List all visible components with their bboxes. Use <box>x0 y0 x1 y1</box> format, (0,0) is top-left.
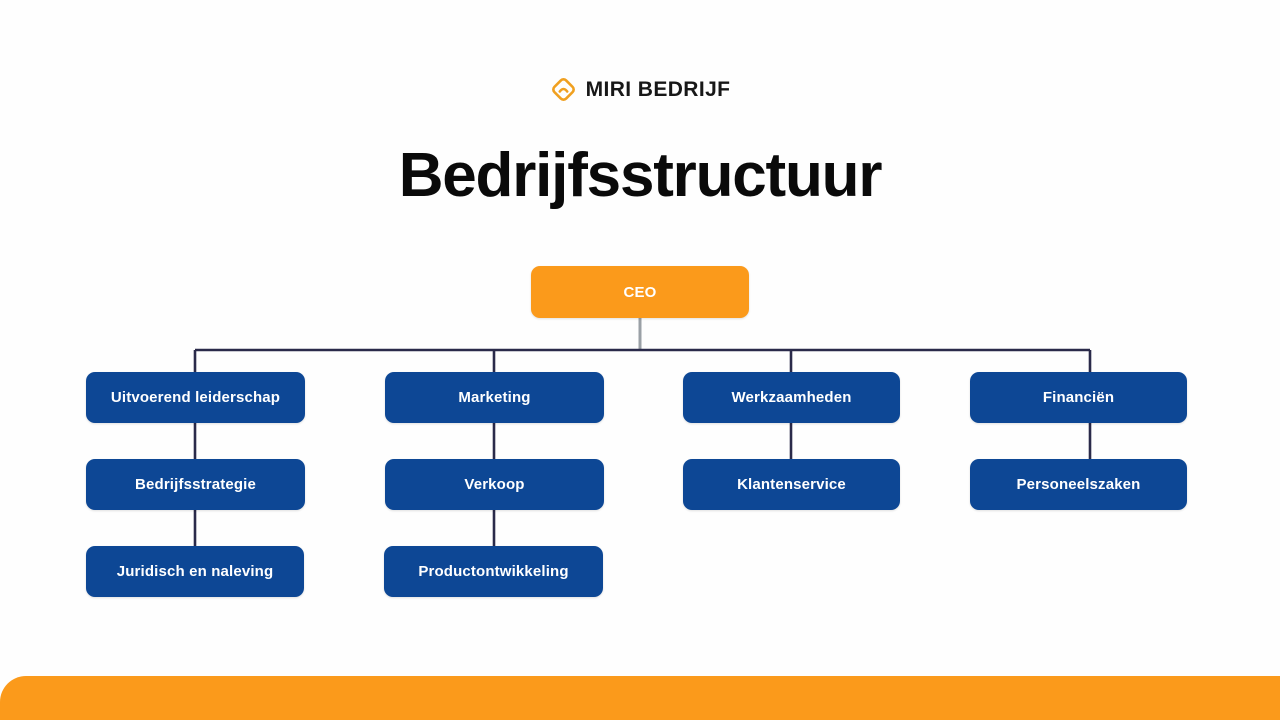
node-werkzaamheden[interactable]: Werkzaamheden <box>683 372 900 423</box>
brand-name: MIRI BEDRIJF <box>585 78 731 101</box>
bottom-accent-band <box>0 676 1280 720</box>
node-productontwikkeling[interactable]: Productontwikkeling <box>384 546 603 597</box>
node-klantenservice[interactable]: Klantenservice <box>683 459 900 510</box>
brand-lockup: MIRI BEDRIJF <box>0 76 1280 103</box>
node-financien[interactable]: Financiën <box>970 372 1187 423</box>
diamond-outline-icon <box>551 78 575 101</box>
node-marketing[interactable]: Marketing <box>385 372 604 423</box>
node-juridisch-en-naleving[interactable]: Juridisch en naleving <box>86 546 304 597</box>
node-personeelszaken[interactable]: Personeelszaken <box>970 459 1187 510</box>
node-uitvoerend-leiderschap[interactable]: Uitvoerend leiderschap <box>86 372 305 423</box>
node-ceo[interactable]: CEO <box>531 266 749 318</box>
node-verkoop[interactable]: Verkoop <box>385 459 604 510</box>
page-title: Bedrijfsstructuur <box>398 141 883 210</box>
node-bedrijfsstrategie[interactable]: Bedrijfsstrategie <box>86 459 305 510</box>
